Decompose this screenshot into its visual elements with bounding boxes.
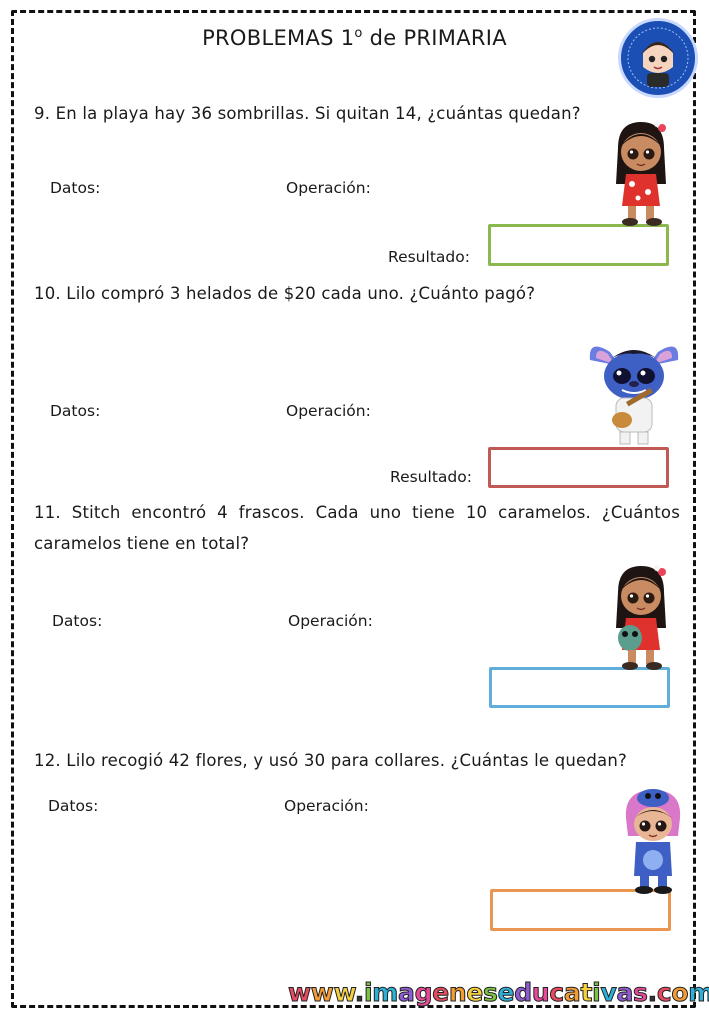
footer-letter: i: [592, 978, 602, 1008]
stitch-ukulele-icon: [589, 346, 679, 445]
footer-letter: a: [616, 978, 634, 1008]
problem-9-operacion-label: Operación:: [286, 179, 371, 197]
footer-letter: c: [549, 978, 565, 1008]
problem-12-datos-label: Datos:: [48, 797, 99, 815]
footer-letter: e: [466, 978, 484, 1008]
problem-11-answer-box[interactable]: [489, 667, 670, 708]
footer-letter: w: [333, 978, 356, 1008]
problem-10-datos-label: Datos:: [50, 402, 101, 420]
problem-11-text: 11. Stitch encontró 4 frascos. Cada uno …: [34, 503, 680, 553]
footer-letter: i: [363, 978, 373, 1008]
page-border: [11, 10, 696, 1008]
footer-letter: d: [514, 978, 533, 1008]
problem-10-answer-box[interactable]: [488, 447, 669, 488]
footer-letter: w: [310, 978, 334, 1008]
footer-letter: g: [414, 978, 433, 1008]
problem-12-operacion-label: Operación:: [284, 797, 369, 815]
footer-letter: e: [432, 978, 450, 1008]
footer-letter: t: [580, 978, 593, 1008]
footer-letter: e: [497, 978, 515, 1008]
footer-letter: s: [483, 978, 499, 1008]
footer-website[interactable]: www.imageneseducativas.com: [288, 978, 709, 1008]
footer-letter: m: [688, 978, 709, 1008]
problem-11-datos-label: Datos:: [52, 612, 103, 630]
footer-letter: c: [656, 978, 672, 1008]
footer-letter: a: [563, 978, 581, 1008]
page-title: PROBLEMAS 1o de PRIMARIA: [202, 26, 507, 50]
problem-9-text: 9. En la playa hay 36 sombrillas. Si qui…: [34, 104, 581, 123]
imageneseducativas-logo-icon: [618, 18, 698, 98]
footer-letter: .: [647, 978, 658, 1008]
lilo-with-scrump-icon: [616, 565, 666, 670]
footer-letter: .: [354, 978, 365, 1008]
problem-10-resultado-label: Resultado:: [390, 468, 472, 486]
problem-12-answer-box[interactable]: [490, 889, 671, 931]
problem-10-text: 10. Lilo compró 3 helados de $20 cada un…: [34, 284, 536, 303]
footer-letter: m: [372, 978, 399, 1008]
problem-9-answer-box[interactable]: [488, 224, 669, 266]
footer-letter: s: [633, 978, 649, 1008]
problem-11-operacion-label: Operación:: [288, 612, 373, 630]
problem-10-operacion-label: Operación:: [286, 402, 371, 420]
footer-letter: w: [288, 978, 312, 1008]
problem-12-text: 12. Lilo recogió 42 flores, y usó 30 par…: [34, 751, 627, 770]
problem-9-resultado-label: Resultado:: [388, 248, 470, 266]
lilo-stitch-costume-icon: [625, 789, 681, 894]
footer-letter: u: [531, 978, 550, 1008]
lilo-girl-icon: [616, 121, 666, 226]
footer-letter: a: [398, 978, 416, 1008]
footer-letter: v: [600, 978, 617, 1008]
problem-9-datos-label: Datos:: [50, 179, 101, 197]
footer-letter: n: [448, 978, 467, 1008]
footer-letter: o: [671, 978, 689, 1008]
